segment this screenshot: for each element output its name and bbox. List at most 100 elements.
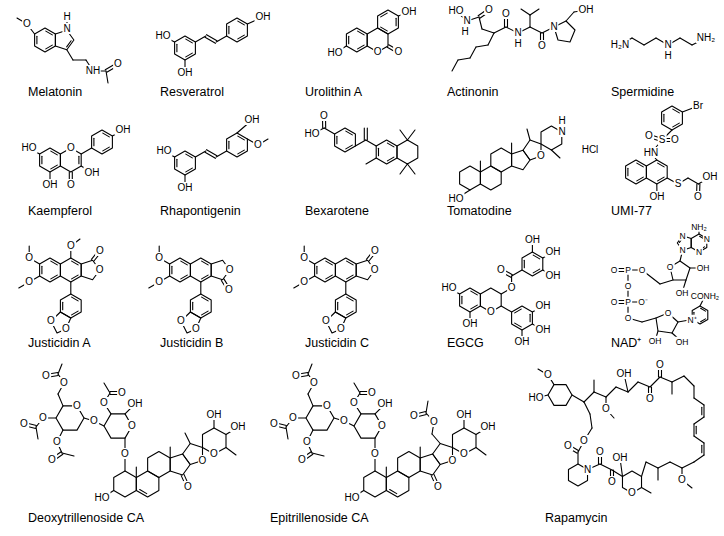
atom-label: NH bbox=[85, 65, 101, 76]
compound-name-box: Actinonin bbox=[447, 86, 498, 99]
bond-line bbox=[420, 447, 421, 458]
atom-label-box: OH bbox=[514, 337, 531, 347]
atom-label: O bbox=[627, 487, 637, 498]
atom-label: O bbox=[370, 448, 380, 459]
compound-name-box: Deoxytrillenoside CA bbox=[28, 512, 144, 525]
atom-label: OH bbox=[535, 300, 552, 311]
atom-label: OH bbox=[649, 191, 666, 202]
atom-label: O bbox=[154, 252, 164, 263]
ring-outline bbox=[227, 133, 248, 157]
compound-name-box: Kaempferol bbox=[28, 205, 92, 218]
bond-line bbox=[103, 147, 109, 151]
atom-label-box: O bbox=[95, 265, 105, 275]
bond-line bbox=[566, 12, 574, 21]
bond-line bbox=[476, 448, 486, 456]
atom-label-box: O bbox=[484, 5, 494, 15]
atom-label: HCl bbox=[581, 144, 600, 155]
bond-line bbox=[515, 323, 521, 327]
atom-label: OH bbox=[206, 409, 223, 420]
ring-outline bbox=[148, 452, 171, 478]
atom-label: OH bbox=[255, 11, 272, 22]
ring-outline bbox=[548, 385, 572, 406]
bond-line bbox=[387, 143, 393, 147]
atom-label: O bbox=[624, 281, 633, 291]
atom-label-box: N⁺ bbox=[687, 315, 698, 324]
bond-line bbox=[694, 455, 704, 462]
atom-label-box: O bbox=[537, 41, 547, 51]
atom-label-box: O bbox=[496, 265, 506, 275]
atom-label: O bbox=[291, 370, 301, 381]
bond-line bbox=[660, 377, 672, 382]
atom-label-box: O bbox=[291, 371, 301, 381]
compound-name-box: Urolithin A bbox=[305, 86, 362, 99]
bond-line bbox=[195, 36, 205, 42]
atom-label: CONH₂ bbox=[690, 291, 720, 301]
atom-label: H bbox=[663, 50, 672, 61]
bond-line bbox=[511, 143, 512, 154]
atom-label-box: O bbox=[191, 324, 201, 334]
atom-label-box: N bbox=[462, 16, 471, 26]
atom-label-box: O bbox=[394, 47, 404, 57]
atom-label-box: O bbox=[120, 449, 130, 459]
atom-label-box: O bbox=[127, 421, 137, 431]
bond-line bbox=[387, 157, 393, 161]
atom-label-box: OH bbox=[545, 271, 562, 281]
compound-name-box: Rhapontigenin bbox=[160, 205, 241, 218]
compound-name-box: Spermidine bbox=[611, 86, 674, 99]
bond-line bbox=[396, 18, 397, 25]
bond-line bbox=[192, 302, 193, 309]
atom-label-box: OH bbox=[456, 410, 473, 420]
bond-line bbox=[93, 138, 94, 145]
bond-line bbox=[346, 131, 352, 135]
atom-label-box: OH bbox=[230, 422, 247, 432]
atom-label: O bbox=[664, 308, 673, 318]
ring-outline bbox=[315, 258, 336, 282]
bond-line bbox=[680, 38, 692, 45]
atom-label: O bbox=[59, 377, 69, 388]
compound-name-box: Rapamycin bbox=[545, 512, 608, 525]
bond-line bbox=[202, 297, 208, 301]
atom-label: O bbox=[645, 393, 655, 404]
atom-label-box: O bbox=[66, 180, 76, 190]
bond-line bbox=[347, 297, 353, 301]
bond-line bbox=[186, 53, 192, 57]
bond-line bbox=[186, 154, 192, 158]
bond-line bbox=[693, 424, 694, 436]
atom-label: O bbox=[154, 276, 164, 287]
atom-label-box: O bbox=[209, 449, 219, 459]
atom-label: OH bbox=[480, 421, 497, 432]
atom-label: O bbox=[610, 297, 619, 307]
atom-label: OH bbox=[84, 167, 101, 178]
bond-line bbox=[657, 468, 658, 480]
bond-line bbox=[347, 261, 353, 265]
atom-label-box: H bbox=[663, 51, 672, 61]
atom-label-box: O bbox=[543, 370, 553, 380]
atom-label: OH bbox=[127, 398, 144, 409]
bond-line bbox=[81, 148, 91, 154]
atom-label-box: N bbox=[62, 24, 71, 34]
bond-line bbox=[529, 15, 530, 27]
bond-line bbox=[326, 275, 332, 279]
atom-label-box: OH bbox=[616, 369, 633, 379]
atom-label: O bbox=[95, 245, 105, 256]
bond-line bbox=[682, 462, 694, 468]
atom-label: OH bbox=[377, 398, 394, 409]
atom-label: O bbox=[370, 245, 380, 256]
atom-label: N bbox=[549, 21, 558, 32]
atom-label-box: O bbox=[322, 401, 332, 411]
atom-label-box: N bbox=[695, 248, 703, 257]
atom-label: O bbox=[448, 455, 458, 466]
atom-label-box: O bbox=[154, 253, 164, 263]
atom-label-box: OH bbox=[401, 7, 418, 17]
atom-label-box: O bbox=[666, 263, 675, 272]
bond-line bbox=[470, 47, 476, 58]
bond-line bbox=[637, 177, 643, 181]
bond-line bbox=[286, 427, 288, 439]
atom-label: OH bbox=[612, 452, 629, 463]
bond-line bbox=[701, 407, 702, 414]
atom-label-box: OH bbox=[127, 399, 144, 409]
atom-label-box: OH bbox=[377, 399, 394, 409]
atom-label: O bbox=[373, 46, 383, 57]
bond-line bbox=[670, 462, 682, 468]
compound-name: Kaempferol bbox=[28, 204, 92, 218]
